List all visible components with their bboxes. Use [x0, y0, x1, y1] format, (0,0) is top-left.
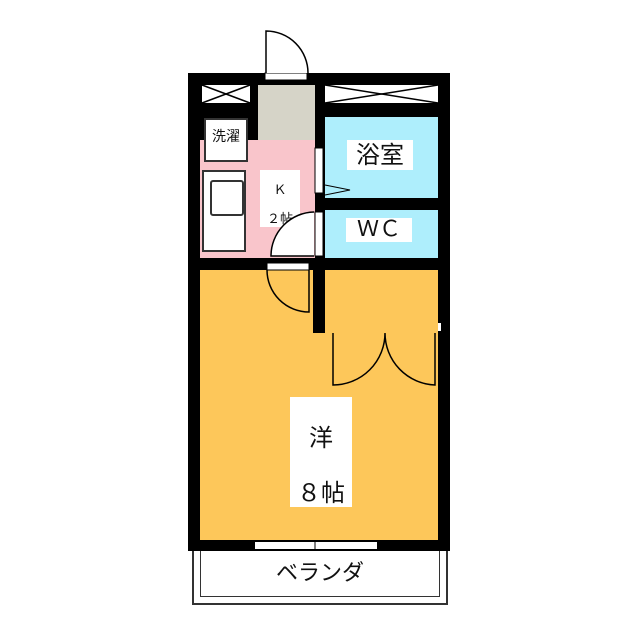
western-room-notch — [200, 270, 313, 330]
closet-wall — [313, 258, 325, 333]
closet-door-icon — [332, 332, 436, 386]
entry-door-frame — [264, 72, 308, 81]
western-label-line2: ８帖 — [297, 478, 345, 507]
wc-label: ＷＣ — [346, 217, 412, 243]
balcony-label: ベランダ — [275, 561, 364, 586]
western-label: 洋 ８帖 — [290, 397, 352, 508]
laundry-box — [204, 118, 248, 162]
entry-door-icon — [265, 30, 309, 74]
western-room-upper-right — [325, 333, 438, 343]
western-label-line1: 洋 — [309, 423, 333, 452]
balcony-inner-line — [200, 551, 440, 597]
storage-x-marks — [201, 84, 439, 104]
bath-door-icon — [324, 184, 351, 196]
sink-icon — [210, 180, 244, 216]
sink-counter — [202, 170, 246, 252]
kitchen-label-line1: Ｋ — [273, 183, 287, 199]
kitchen-label: Ｋ ２帖 — [260, 170, 300, 228]
kitchen-room-top — [258, 110, 315, 140]
bath-label: 浴室 — [347, 140, 413, 171]
wc-door-icon — [270, 211, 315, 257]
laundry-label: 洗濯 — [212, 129, 240, 145]
balcony-window — [254, 541, 378, 550]
room-door-icon — [266, 269, 310, 313]
